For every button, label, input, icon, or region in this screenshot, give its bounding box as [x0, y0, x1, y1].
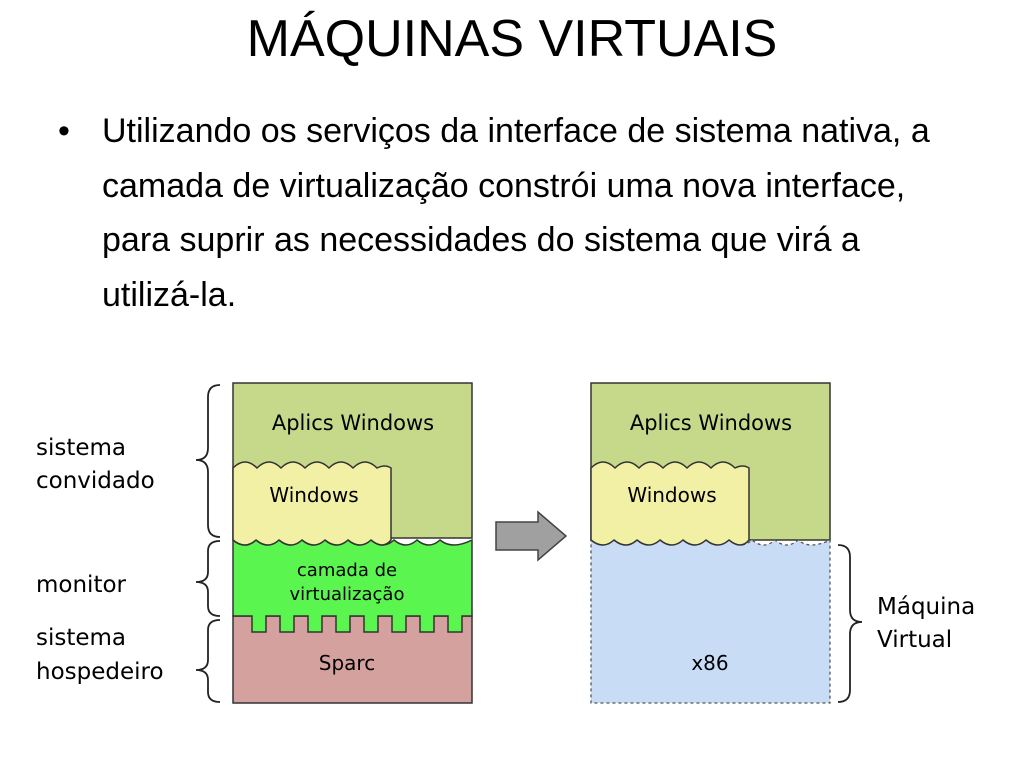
- right-apps-label: Aplics Windows: [630, 411, 792, 435]
- left-windows-label: Windows: [269, 483, 358, 507]
- label-host-line2: hospedeiro: [36, 659, 164, 685]
- layer-label-line2: virtualização: [290, 584, 405, 605]
- brace-host: [195, 619, 221, 703]
- left-stack: Aplics Windows Windows camada de virtual…: [232, 382, 473, 704]
- label-host-line1: sistema: [36, 625, 126, 651]
- right-stack: Aplics Windows Windows x86: [590, 382, 831, 704]
- brace-monitor: [195, 540, 221, 617]
- bullet-marker: •: [58, 112, 70, 150]
- slide-title: MÁQUINAS VIRTUAIS: [246, 10, 778, 68]
- right-vm-block: [590, 538, 831, 704]
- right-windows-label: Windows: [627, 483, 716, 507]
- x86-label: x86: [691, 651, 728, 675]
- label-guest-line2: convidado: [36, 468, 155, 494]
- brace-guest: [195, 384, 221, 538]
- label-vm-line1: Máquina: [877, 594, 975, 620]
- right-windows-block: [590, 461, 750, 546]
- label-monitor: monitor: [36, 572, 127, 598]
- layer-label-line1: camada de: [297, 560, 397, 581]
- left-braces: [195, 384, 221, 703]
- bullet-item: • Utilizando os serviços da interface de…: [58, 104, 958, 322]
- left-windows-block: [232, 461, 392, 546]
- label-vm-line2: Virtual: [877, 627, 952, 653]
- left-apps-label: Aplics Windows: [272, 411, 434, 435]
- label-guest-line1: sistema: [36, 435, 126, 461]
- transform-arrow: [495, 510, 568, 562]
- bullet-text: Utilizando os serviços da interface de s…: [102, 112, 930, 314]
- brace-virtual-machine: [837, 544, 863, 703]
- sparc-label: Sparc: [319, 651, 375, 675]
